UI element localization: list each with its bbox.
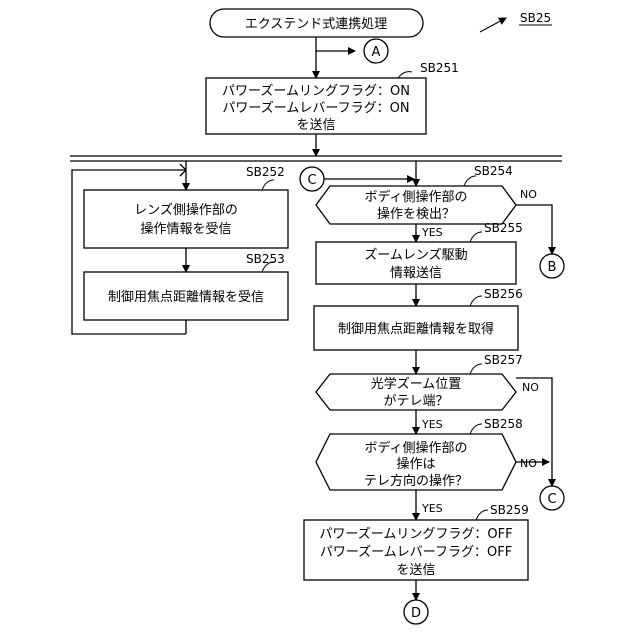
sb255-ref: SB255 [484,221,523,235]
sb259-line-2: パワーズームレバーフラグ：OFF [320,544,512,560]
sb258-yes-label: YES [421,502,443,515]
sb254-ref: SB254 [474,164,513,178]
sb257-line-2: がテレ端？ [383,394,448,409]
connector-b-label: B [548,260,557,275]
connector-a: A [316,39,388,63]
connector-c-out-label: C [547,492,556,507]
start-label: エクステンド式連携処理 [245,16,388,32]
sb258-line-2: 操作は [396,456,435,472]
diagram-ref-label: SB25 [520,11,551,25]
start-terminal: エクステンド式連携処理 [210,9,423,37]
sb252-line-2: 操作情報を受信 [140,221,231,237]
connector-d-label: D [411,606,421,621]
sb259-line-1: パワーズームリングフラグ：OFF [319,526,512,542]
step-sb251: パワーズームリングフラグ：ON パワーズームレバーフラグ：ON を送信 SB25… [206,61,459,134]
connector-a-label: A [372,45,381,60]
connector-d: D [404,600,428,624]
sb251-line-1: パワーズームリングフラグ：ON [222,83,410,99]
diagram-ref: SB25 [480,11,552,32]
decision-sb257: 光学ズーム位置 がテレ端？ SB257 [316,353,523,410]
connector-c-out: C [540,486,564,510]
sb256-line-1: 制御用焦点距離情報を取得 [338,321,494,337]
sb258-no-label: NO [520,457,537,470]
sb258-line-3: テレ方向の操作？ [364,473,468,489]
sb258-line-1: ボディ側操作部の [364,440,467,456]
sb254-no-label: NO [520,188,537,201]
step-sb256: 制御用焦点距離情報を取得 SB256 [314,287,523,350]
step-sb255: ズームレンズ駆動 情報送信 SB255 [316,221,523,284]
decision-sb258: ボディ側操作部の 操作は テレ方向の操作？ SB258 [316,417,523,490]
sb254-yes-label: YES [421,226,443,239]
sb259-line-3: を送信 [396,563,435,578]
sb259-ref: SB259 [490,503,529,517]
sb257-line-1: 光学ズーム位置 [371,376,462,392]
sb251-line-2: パワーズームレバーフラグ：ON [222,100,409,116]
sb257-no-label: NO [522,381,539,394]
sb258-ref: SB258 [484,417,523,431]
sb255-line-2: 情報送信 [390,266,442,281]
sb252-ref: SB252 [246,165,285,179]
sb255-line-1: ズームレンズ駆動 [364,247,467,263]
connector-c-in-label: C [307,173,316,188]
loop-back-tick [180,164,186,170]
sb252-line-1: レンズ側操作部の [134,202,238,218]
sb256-ref: SB256 [484,287,523,301]
sb253-line-1: 制御用焦点距離情報を受信 [108,290,264,305]
sb254-line-1: ボディ側操作部の [364,189,467,205]
sb257-ref: SB257 [484,353,523,367]
sb257-yes-label: YES [421,418,443,431]
parallel-split-bar [70,156,562,161]
sb254-line-2: 操作を検出？ [377,206,455,222]
sb253-ref: SB253 [246,252,285,266]
sb251-ref: SB251 [420,61,459,75]
connector-b: B [540,254,564,278]
sb251-line-3: を送信 [296,118,335,133]
